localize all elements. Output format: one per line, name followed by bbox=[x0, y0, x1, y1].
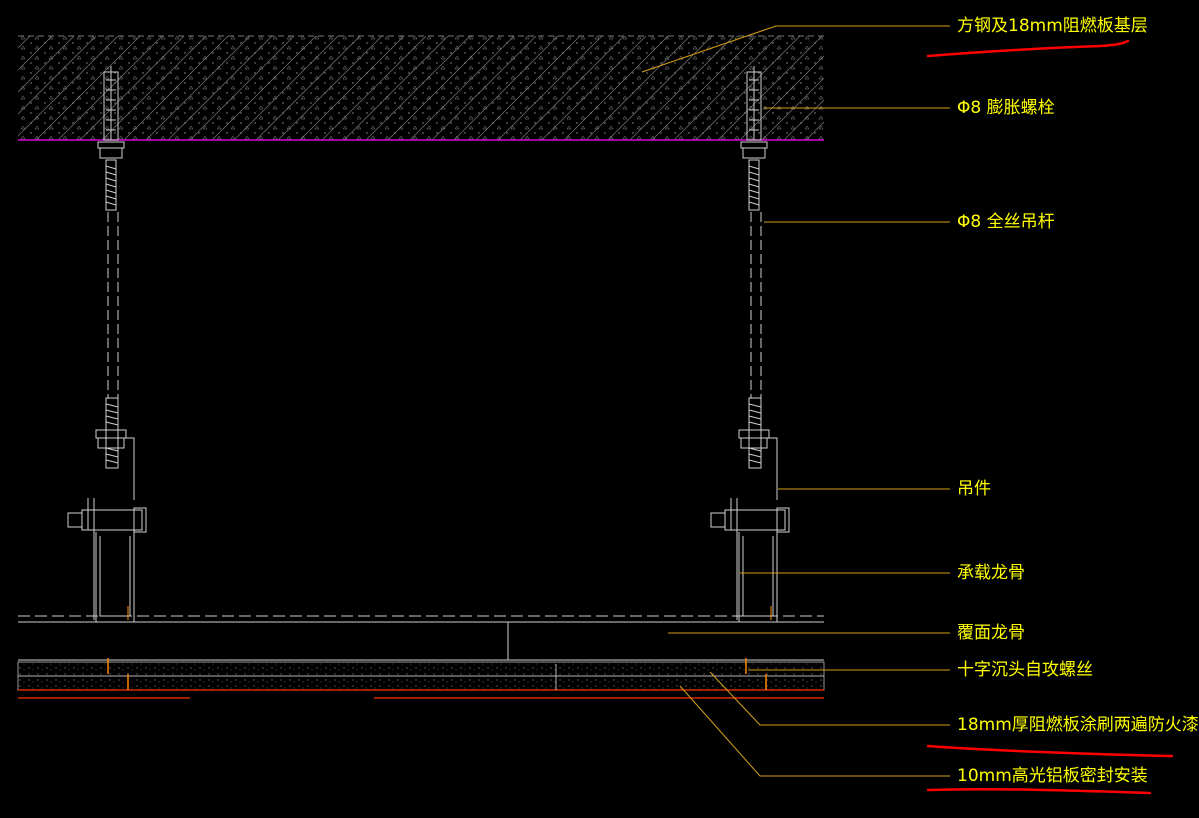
left-hanger-assembly bbox=[67, 66, 147, 623]
threaded-rod-icon bbox=[105, 159, 119, 469]
leader-fireproof-board bbox=[709, 671, 950, 726]
right-hanger-assembly bbox=[710, 66, 790, 623]
hanger-clip-icon bbox=[67, 437, 147, 620]
cover-keel bbox=[18, 615, 824, 661]
concrete-slab bbox=[18, 35, 824, 140]
label-main-keel: 承载龙骨 bbox=[957, 563, 1025, 583]
label-expansion-bolt: Φ8 膨胀螺栓 bbox=[957, 98, 1055, 118]
c-channel-keel-icon bbox=[738, 532, 778, 623]
c-channel-keel-icon bbox=[95, 532, 135, 623]
label-slab: 方钢及18mm阻燃板基层 bbox=[957, 16, 1148, 36]
markup-underline-slab bbox=[926, 39, 1130, 58]
label-hanger: 吊件 bbox=[957, 479, 991, 499]
threaded-rod-icon bbox=[748, 159, 762, 469]
label-screw: 十字沉头自攻螺丝 bbox=[957, 660, 1093, 680]
leader-aluminum-panel bbox=[679, 685, 950, 777]
hanger-clip-icon bbox=[710, 437, 790, 620]
expansion-bolt-icon bbox=[97, 66, 125, 159]
red-markups bbox=[926, 39, 1174, 795]
leader-lines bbox=[641, 25, 950, 777]
leader-slab bbox=[641, 25, 950, 73]
expansion-bolt-icon bbox=[740, 66, 768, 159]
markup-underline-aluminum bbox=[926, 787, 1152, 795]
label-hanger-rod: Φ8 全丝吊杆 bbox=[957, 212, 1055, 232]
label-aluminum-panel: 10mm高光铝板密封安装 bbox=[957, 766, 1148, 786]
markup-underline-fireproof bbox=[926, 744, 1174, 758]
label-fireproof-board: 18mm厚阻燃板涂刷两遍防火漆 bbox=[957, 715, 1199, 735]
label-cover-keel: 覆面龙骨 bbox=[957, 623, 1025, 643]
fireproof-board bbox=[17, 661, 825, 699]
screws bbox=[107, 658, 767, 690]
